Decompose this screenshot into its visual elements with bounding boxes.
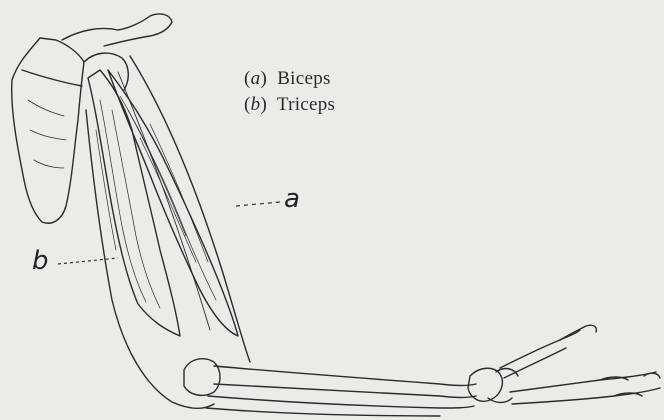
- ulna-bone: [208, 396, 474, 408]
- callout-b-leader: [58, 258, 118, 264]
- humeral-head: [84, 53, 128, 90]
- legend-key: a: [251, 68, 261, 89]
- scapula-spine: [22, 70, 82, 86]
- callout-a-leader: [236, 202, 280, 206]
- legend-key: b: [251, 94, 261, 115]
- scapula-outline: [12, 38, 84, 223]
- callout-b-label: b: [32, 248, 49, 274]
- clavicle: [62, 14, 172, 46]
- legend: (a) Biceps (b) Triceps: [244, 66, 335, 118]
- elbow-joint: [184, 359, 220, 396]
- legend-label: Triceps: [277, 94, 335, 115]
- legend-label: Biceps: [277, 68, 331, 89]
- finger-bones-lower: [510, 372, 656, 392]
- legend-item-biceps: (a) Biceps: [244, 66, 335, 92]
- radius-bone: [214, 366, 476, 386]
- biceps-muscle: [108, 70, 238, 336]
- callout-a-label: a: [284, 186, 300, 212]
- humerus: [118, 72, 210, 330]
- legend-item-triceps: (b) Triceps: [244, 92, 335, 118]
